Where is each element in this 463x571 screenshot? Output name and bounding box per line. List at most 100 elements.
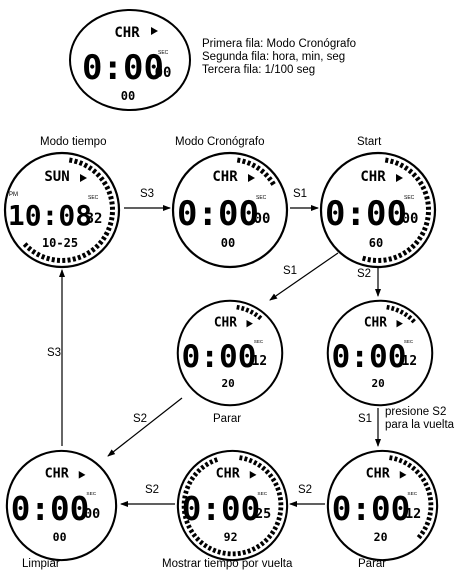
ring-tick <box>270 477 277 483</box>
ring-tick <box>384 157 389 163</box>
watch-row3: 00 <box>53 530 67 544</box>
ring-tick <box>263 537 269 544</box>
ring-tick <box>182 515 189 520</box>
arrow-stop1-to-clear <box>107 397 183 457</box>
ring-tick <box>277 512 283 516</box>
ring-tick <box>241 158 247 165</box>
ring-tick <box>87 165 93 172</box>
watch-row3: 60 <box>369 236 383 250</box>
ring-tick <box>422 525 429 531</box>
arrow-label-s1-top: S1 <box>293 188 308 200</box>
ring-tick <box>410 318 416 324</box>
ring-tick <box>255 165 261 172</box>
ring-tick <box>266 176 273 182</box>
ring-tick <box>204 461 210 468</box>
ring-tick <box>95 172 102 178</box>
indicator-icon <box>396 174 403 182</box>
watch-secs: 00 <box>84 507 100 522</box>
ring-tick <box>425 201 431 205</box>
ring-tick <box>403 165 409 172</box>
watch-time: 0:00 <box>182 490 260 528</box>
ring-tick <box>98 176 105 182</box>
ring-tick <box>397 252 403 259</box>
sec-label: SEC <box>256 195 267 201</box>
ring-tick <box>255 543 261 550</box>
legend-secs: 00 <box>155 65 172 81</box>
sec-label: SEC <box>158 50 169 56</box>
sec-label: SEC <box>404 339 414 344</box>
arrow-label-s1-diag: S1 <box>283 265 298 277</box>
indicator-icon <box>151 27 158 35</box>
ring-tick <box>200 464 206 471</box>
arrow-label-s2-bottom-left: S2 <box>145 484 160 496</box>
ring-tick <box>383 257 387 263</box>
watch-bezel <box>319 151 437 269</box>
watch-row3: 00 <box>221 236 235 250</box>
ring-tick <box>274 521 281 526</box>
lap-note-line2: para la vuelta <box>385 419 455 431</box>
label-chrono-mode: Modo Cronógrafo <box>175 136 265 148</box>
ring-tick <box>260 465 267 472</box>
legend-line2: Segunda fila: hora, min, seg <box>202 51 346 63</box>
ring-tick <box>389 455 393 461</box>
ring-tick <box>35 251 41 258</box>
ring-tick <box>421 226 428 232</box>
ring-tick <box>243 456 248 462</box>
ring-tick <box>189 475 196 481</box>
ring-tick <box>389 158 395 165</box>
watch-time: 0:00 <box>325 194 407 234</box>
ring-tick <box>26 245 33 252</box>
ring-tick <box>242 549 247 556</box>
watch-row1: SUN <box>44 169 69 185</box>
watch-bezel <box>326 449 439 562</box>
ring-tick <box>420 185 427 191</box>
ring-tick <box>86 249 92 256</box>
watch-bezel <box>5 449 118 562</box>
ring-tick <box>416 533 423 540</box>
ring-tick <box>266 533 273 540</box>
label-clear: Limpiar <box>22 558 60 570</box>
ring-tick <box>406 246 412 253</box>
arrow-label-s3-top: S3 <box>140 188 155 200</box>
ring-tick <box>251 162 257 169</box>
ring-tick <box>101 180 108 186</box>
label-time-mode: Modo tiempo <box>40 136 107 148</box>
watch-row1: CHR <box>366 467 391 482</box>
ring-tick <box>253 311 259 318</box>
watch-secs: 25 <box>255 507 271 522</box>
ring-tick <box>407 314 413 321</box>
watch-secs: 00 <box>254 211 271 227</box>
watch-row1: CHR <box>214 315 237 330</box>
watch-legend: CHR SEC 0:00 00 00 <box>69 9 191 111</box>
ring-tick <box>208 459 214 465</box>
watch-row1: CHR <box>216 467 241 482</box>
ring-tick <box>100 235 107 241</box>
ring-tick <box>191 532 198 538</box>
ring-tick <box>413 239 420 246</box>
ring-tick <box>277 497 283 501</box>
arrow-label-s2-diag: S2 <box>133 413 148 425</box>
ring-tick <box>94 243 100 250</box>
sec-label: SEC <box>407 491 417 497</box>
ring-tick <box>77 254 82 261</box>
ring-tick <box>207 545 213 552</box>
arrow-start-to-stop1 <box>269 252 339 301</box>
sec-label: SEC <box>404 195 415 201</box>
ring-tick <box>423 481 429 487</box>
ring-tick <box>252 459 258 466</box>
ring-tick <box>83 162 89 169</box>
indicator-icon <box>249 471 257 479</box>
arrow-label-s2-bottom-right: S2 <box>298 484 313 496</box>
ring-tick <box>40 253 46 260</box>
ring-tick <box>217 549 222 555</box>
ring-tick <box>272 525 279 531</box>
ring-tick <box>402 249 408 256</box>
ring-tick <box>198 539 205 546</box>
watch-row1: CHR <box>212 169 238 185</box>
ring-tick <box>222 550 226 556</box>
